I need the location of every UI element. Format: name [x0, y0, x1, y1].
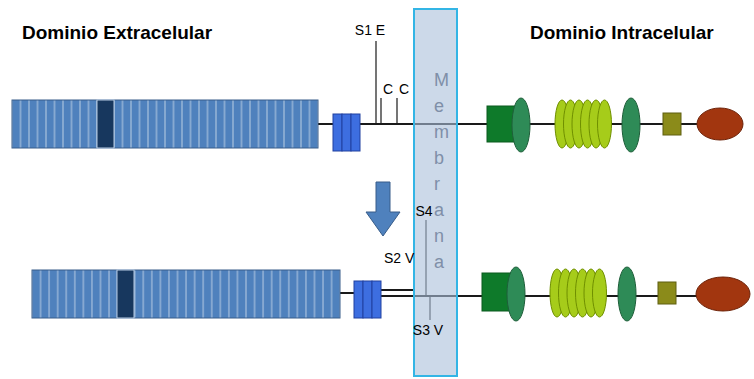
backbone-line: [381, 289, 414, 291]
nls-ellipse: [512, 98, 530, 152]
cleavage-site-label: S2 V: [384, 250, 414, 266]
cleavage-site-label: S3 V: [413, 322, 443, 338]
lnr-repeat: [363, 281, 372, 318]
ankyrin-repeat: [598, 100, 612, 148]
tad-domain: [658, 282, 676, 304]
cysteine-label: C: [399, 81, 409, 97]
domain-label: Dominio Extracelular: [22, 22, 212, 44]
domain-label: Dominio Intracelular: [530, 22, 714, 44]
backbone-line: [340, 292, 354, 294]
cleavage-tick: [375, 41, 376, 124]
processing-arrow: [366, 182, 400, 236]
lnr-repeat: [333, 114, 342, 151]
lnr-repeat: [342, 114, 351, 151]
cysteine-tick: [396, 98, 397, 124]
tad-domain: [663, 113, 681, 135]
lnr-repeat: [354, 281, 363, 318]
ankyrin-repeat: [593, 269, 607, 317]
lnr-repeat: [351, 114, 360, 151]
cysteine-tick: [380, 98, 381, 124]
egf-repeats: [12, 100, 318, 148]
nls-ellipse: [507, 267, 525, 321]
nls-ellipse: [622, 98, 640, 152]
membrane-band: Membrana: [413, 8, 458, 377]
egf-dark-repeat: [97, 100, 114, 148]
cleavage-site-label: S4: [415, 203, 432, 219]
cleavage-site-label: S1 E: [355, 22, 385, 38]
egf-repeats: [32, 270, 340, 318]
backbone-line: [318, 123, 333, 125]
pest-domain: [697, 108, 743, 140]
pest-domain: [696, 277, 750, 311]
membrane-text: Membrana: [434, 67, 454, 275]
egf-dark-repeat: [117, 270, 134, 318]
lnr-repeat: [372, 281, 381, 318]
nls-ellipse: [618, 267, 636, 321]
cysteine-label: C: [383, 81, 393, 97]
